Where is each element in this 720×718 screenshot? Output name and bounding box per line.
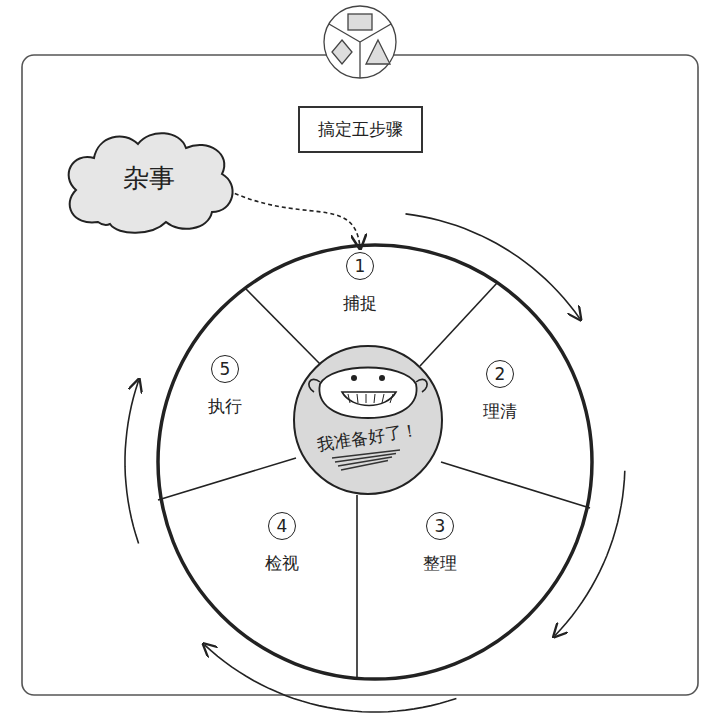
cloud-shape: 杂事 <box>58 126 240 238</box>
cycle-arrow <box>555 471 625 636</box>
callout-number: 4 <box>268 512 296 540</box>
callout-number: 1 <box>346 252 374 280</box>
step-segment: 4 检视 <box>265 512 299 575</box>
wheel <box>158 245 592 679</box>
cycle-arrow <box>125 381 139 544</box>
step-label: 整理 <box>423 552 457 575</box>
dashed-arrow <box>222 188 360 247</box>
step-label: 执行 <box>208 395 242 418</box>
callout-number: 5 <box>211 355 239 383</box>
step-segment: 3 整理 <box>423 512 457 575</box>
cycle-arrow <box>406 214 580 319</box>
center-circle: 我准备好了！ <box>292 344 444 496</box>
smiley-face <box>292 344 444 496</box>
callout-number: 2 <box>486 360 514 388</box>
cycle-arrows <box>125 214 625 712</box>
cloud-label: 杂事 <box>123 161 175 196</box>
title-box: 搞定五步骤 <box>298 106 423 153</box>
step-label: 捕捉 <box>343 292 377 315</box>
frame <box>22 55 698 695</box>
step-label: 检视 <box>265 552 299 575</box>
callout-number: 3 <box>426 512 454 540</box>
step-segment: 5 执行 <box>208 355 242 418</box>
step-label: 理清 <box>483 400 517 423</box>
step-segment: 2 理清 <box>483 360 517 423</box>
cycle-arrow <box>205 645 457 712</box>
step-segment: 1 捕捉 <box>343 252 377 315</box>
top-icon <box>324 6 396 78</box>
